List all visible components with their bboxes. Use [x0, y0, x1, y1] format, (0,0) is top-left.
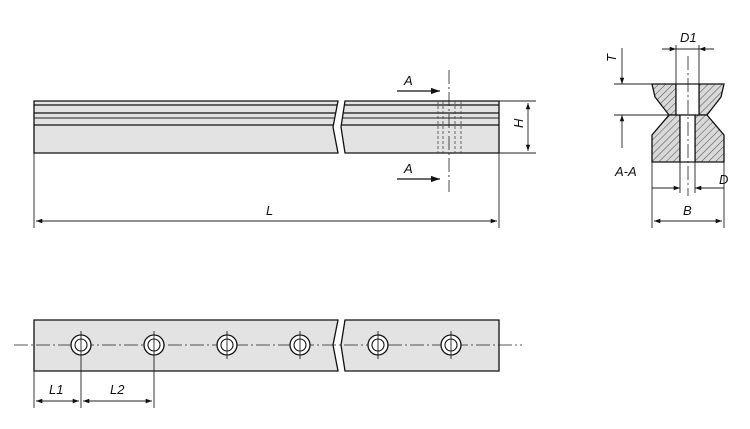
mounting-hole — [440, 331, 462, 359]
first-hole-offset-label: L1 — [49, 382, 63, 397]
height-label: H — [511, 118, 526, 128]
section-label-top: A — [403, 73, 413, 88]
width-label: B — [683, 203, 692, 218]
mounting-hole — [367, 331, 389, 359]
section-view: D1 T A-A D B — [604, 30, 728, 228]
counterbore-depth-label: T — [604, 53, 619, 62]
mounting-hole — [143, 331, 165, 359]
section-label-bottom: A — [403, 161, 413, 176]
bore-diameter-label: D1 — [680, 30, 697, 45]
section-name-label: A-A — [614, 164, 637, 179]
length-label: L — [266, 203, 273, 218]
hole-pitch-label: L2 — [110, 382, 125, 397]
mounting-hole — [289, 331, 311, 359]
side-view: A A H L — [33, 70, 536, 228]
mounting-hole — [216, 331, 238, 359]
mounting-hole — [70, 331, 92, 359]
top-view: L1 L2 — [14, 319, 522, 408]
